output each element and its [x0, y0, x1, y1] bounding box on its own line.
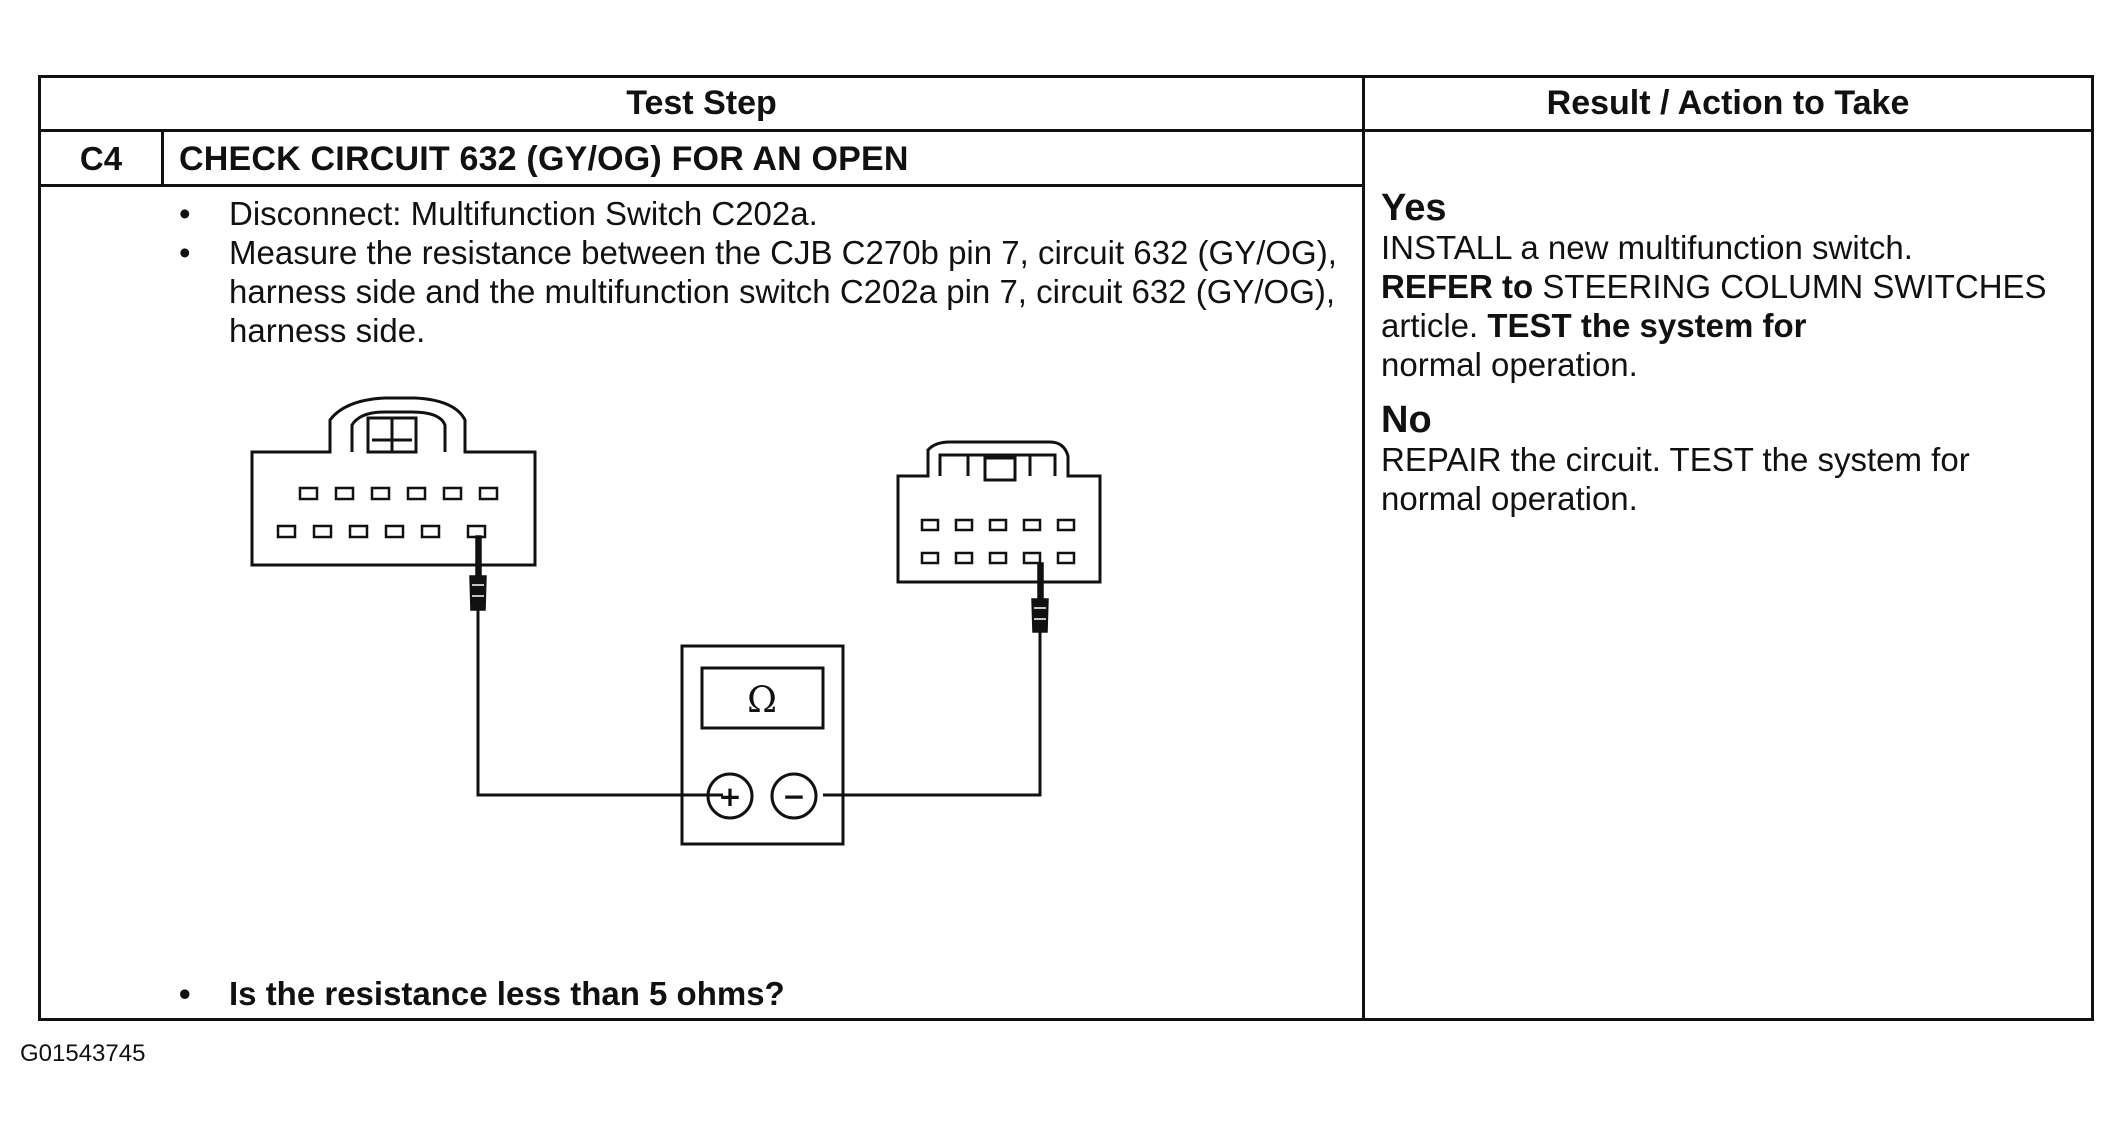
- instruction-text: Measure the resistance between the CJB C…: [229, 234, 1337, 349]
- refer-bold-text: REFER to: [1381, 268, 1534, 305]
- header-divider: [41, 129, 2091, 132]
- question-text: Is the resistance less than 5 ohms?: [229, 975, 785, 1012]
- test-step-table: Test Step Result / Action to Take C4 CHE…: [38, 75, 2094, 1021]
- instruction-text: Disconnect: Multifunction Switch C202a.: [229, 195, 818, 232]
- step-id: C4: [79, 140, 123, 177]
- result-yes-label: Yes: [1381, 187, 1447, 229]
- ohmmeter: [680, 644, 845, 846]
- test-bold-text: TEST the system for: [1487, 307, 1807, 344]
- cjb-pins-top: [298, 486, 499, 501]
- ohm-symbol: Ω: [747, 680, 777, 721]
- switch-pins-top: [920, 518, 1076, 532]
- result-no: No REPAIR the circuit. TEST the system f…: [1381, 400, 2081, 518]
- step-instructions: • Disconnect: Multifunction Switch C202a…: [179, 194, 1379, 350]
- multifunction-switch-connector: [896, 440, 1102, 584]
- result-yes-action: INSTALL a new multifunction switch.: [1381, 229, 1913, 266]
- result-yes: Yes INSTALL a new multifunction switch. …: [1381, 188, 2081, 384]
- instruction-item: • Measure the resistance between the CJB…: [179, 233, 1379, 350]
- step-question: • Is the resistance less than 5 ohms?: [179, 975, 785, 1013]
- result-yes-refer: REFER to STEERING COLUMN SWITCHES articl…: [1381, 267, 2081, 345]
- instruction-item: • Disconnect: Multifunction Switch C202a…: [179, 194, 1379, 233]
- cjb-connector: [250, 396, 537, 567]
- bullet-dot: •: [179, 975, 191, 1012]
- column-divider: [1362, 78, 1365, 1018]
- probe-wire-negative: [823, 632, 1042, 797]
- probe-tip-positive: [469, 535, 487, 611]
- cjb-pins-bottom: [276, 524, 487, 539]
- step-id-divider: [161, 129, 164, 186]
- bullet-dot: •: [179, 195, 191, 232]
- figure-id: G01543745: [20, 1040, 146, 1067]
- probe-tip-negative: [1031, 562, 1049, 633]
- result-no-label: No: [1381, 399, 1432, 441]
- result-no-text: REPAIR the circuit. TEST the system for …: [1381, 441, 1970, 517]
- refer-text: STEERING COLUMN SWITCHES article.: [1381, 268, 2047, 344]
- positive-terminal-label: +: [718, 780, 741, 813]
- header-result-action: Result / Action to Take: [1546, 84, 1910, 122]
- step-title-divider: [41, 184, 1363, 187]
- switch-pins-bottom: [920, 551, 1076, 565]
- negative-terminal-label: −: [782, 780, 805, 813]
- bullet-dot: •: [179, 234, 191, 271]
- step-title: CHECK CIRCUIT 632 (GY/OG) FOR AN OPEN: [179, 139, 909, 178]
- header-test-step: Test Step: [626, 84, 777, 122]
- probe-wire-positive: [476, 610, 723, 797]
- result-column: Yes INSTALL a new multifunction switch. …: [1381, 188, 2081, 534]
- result-yes-normal: normal operation.: [1381, 346, 1638, 383]
